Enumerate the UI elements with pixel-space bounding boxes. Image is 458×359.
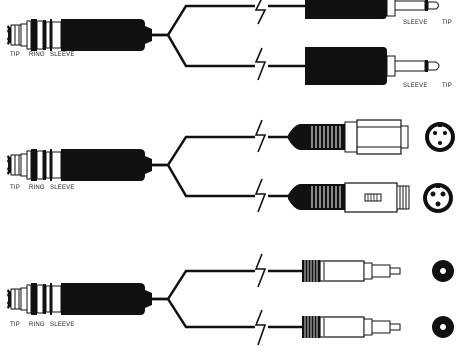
label-sleeve: SLEEVE xyxy=(50,185,75,191)
y-split-cable xyxy=(152,269,302,329)
label-ring: RING xyxy=(29,185,45,191)
label-ring: RING xyxy=(29,322,45,328)
label-sleeve: SLEEVE xyxy=(403,83,428,89)
label-sleeve: SLEEVE xyxy=(403,20,428,26)
label-sleeve: SLEEVE xyxy=(50,322,75,328)
ts-plug-icon xyxy=(305,47,440,85)
cable-break-icon xyxy=(254,253,267,346)
label-tip: TIP xyxy=(442,20,452,26)
label-tip: TIP xyxy=(442,83,452,89)
trs-plug-icon xyxy=(7,149,152,181)
xlr-male-connector-icon xyxy=(288,119,409,155)
xlr-male-face-icon xyxy=(425,122,455,152)
rca-plug-icon xyxy=(302,316,401,338)
panel-trs-to-dual-rca: TIP RING SLEEVE xyxy=(7,253,454,346)
label-tip: TIP xyxy=(10,322,20,328)
trs-plug-icon xyxy=(7,283,152,315)
rca-plug-icon xyxy=(302,260,401,282)
xlr-female-connector-icon xyxy=(288,182,410,213)
xlr-female-face-icon xyxy=(423,183,453,213)
panel-trs-to-dual-xlr: TIP RING SLEEVE xyxy=(7,119,455,213)
label-sleeve: SLEEVE xyxy=(50,52,75,58)
rca-face-icon xyxy=(432,316,454,338)
cable-break-icon xyxy=(254,119,267,213)
rca-face-icon xyxy=(432,260,454,282)
y-split-cable xyxy=(152,4,305,68)
panel-trs-to-dual-ts: TIP RING SLEEVE SLEEVE TIP xyxy=(7,0,452,89)
label-tip: TIP xyxy=(10,52,20,58)
ts-plug-icon xyxy=(305,0,439,19)
label-ring: RING xyxy=(29,52,45,58)
label-tip: TIP xyxy=(10,185,20,191)
y-split-cable xyxy=(152,135,288,198)
trs-plug-icon xyxy=(7,19,152,51)
cable-break-icon xyxy=(254,0,267,81)
